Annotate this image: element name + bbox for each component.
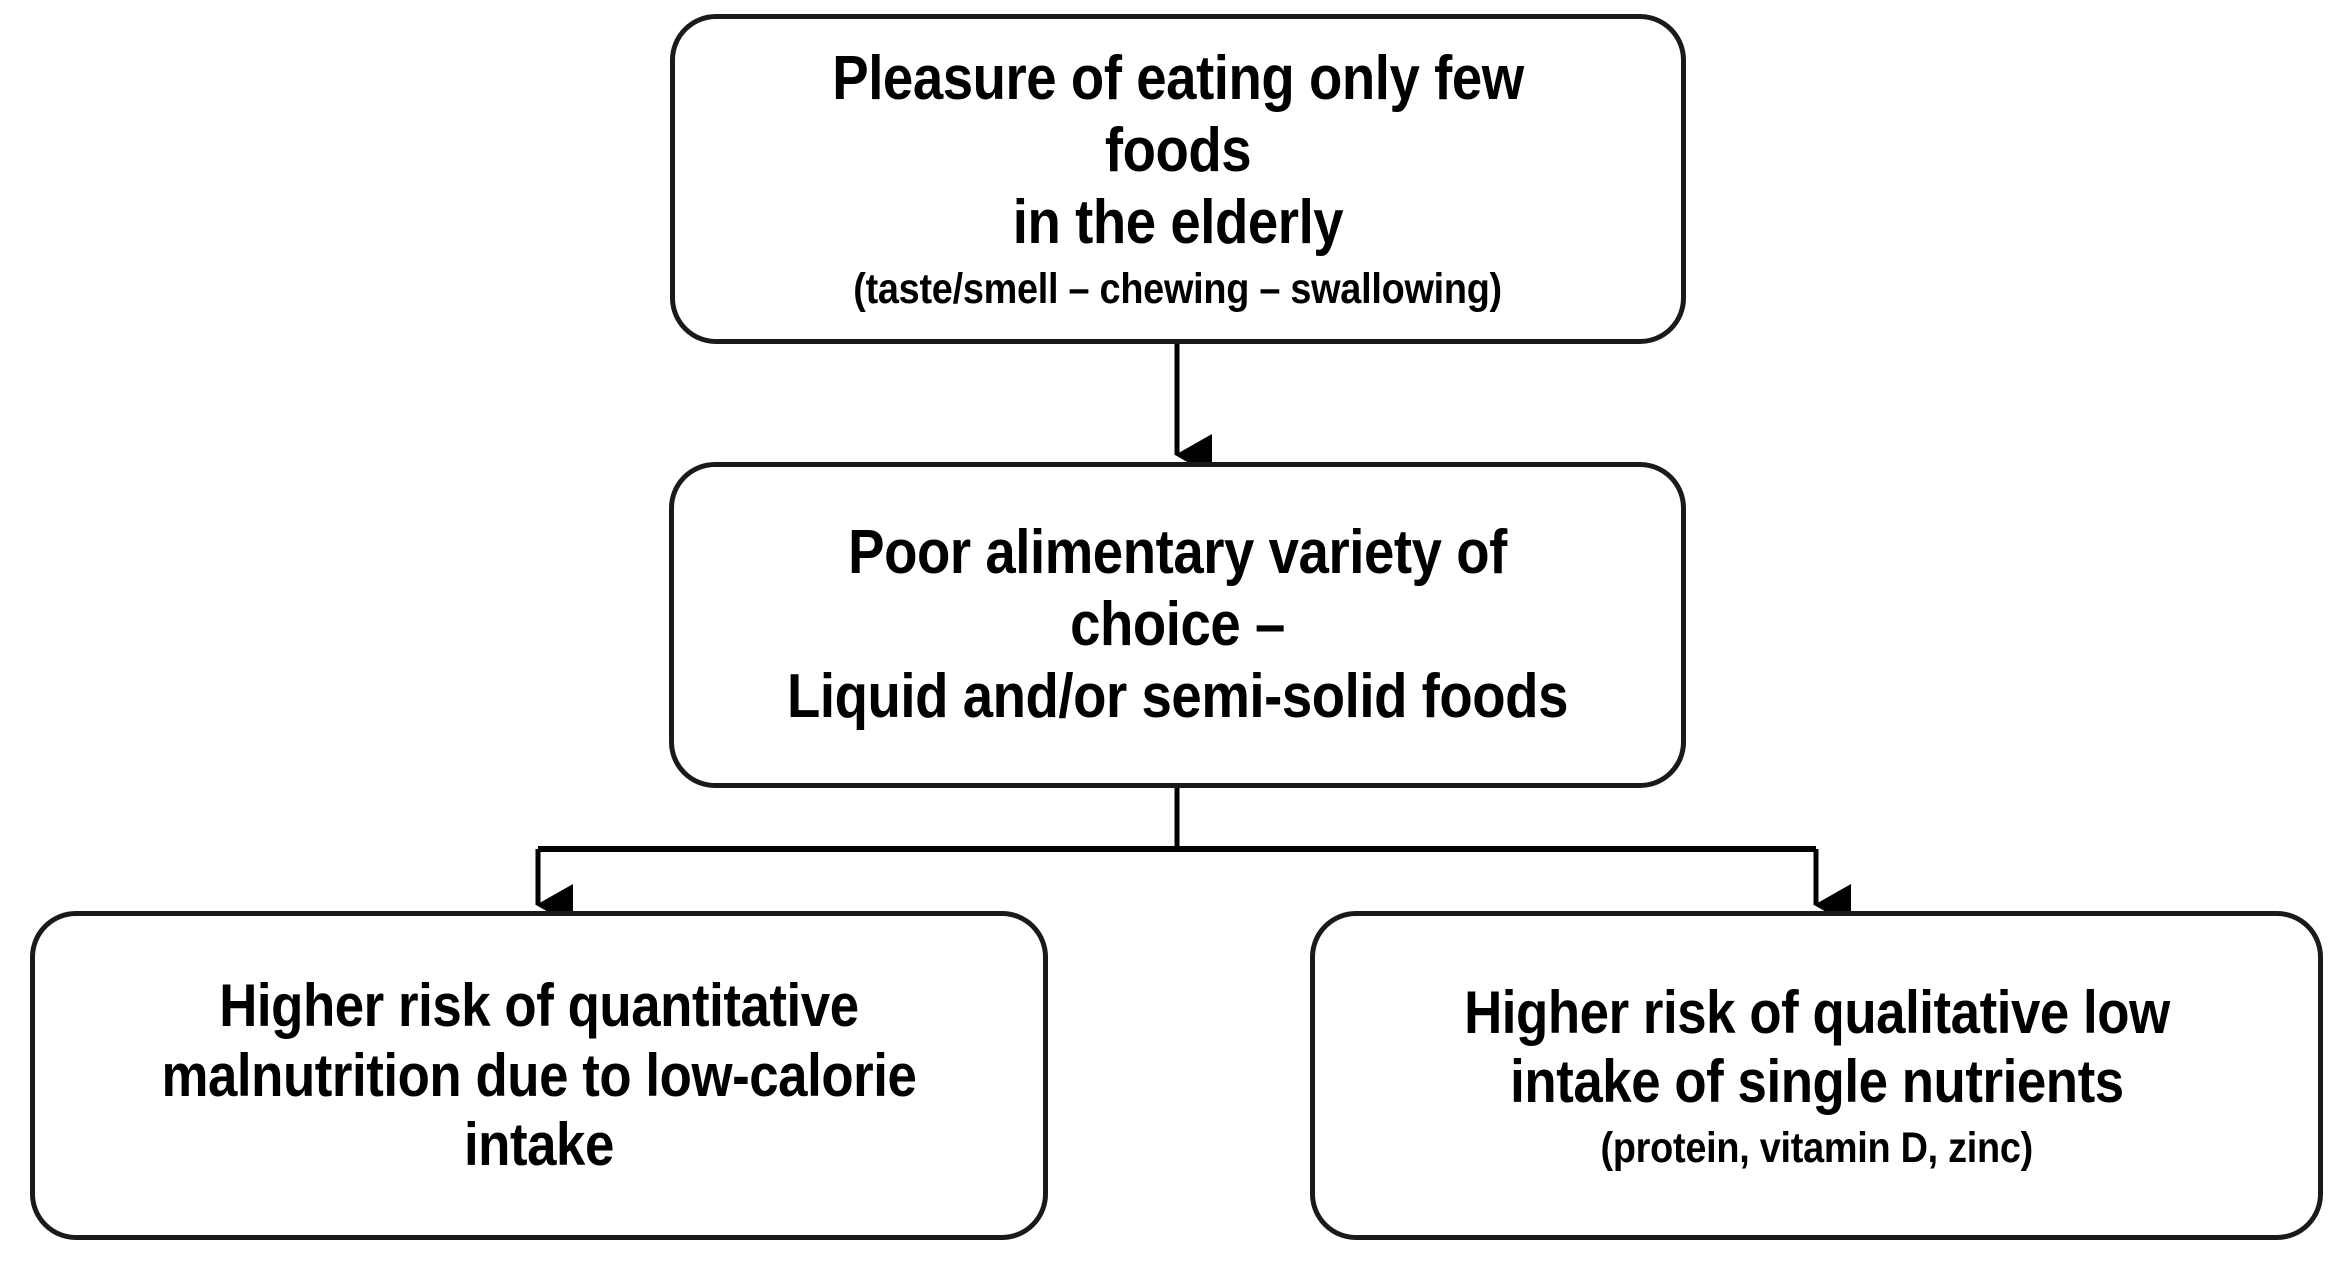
flow-node-root-cause: Pleasure of eating only few foods in the… (670, 14, 1686, 344)
flow-node-qualitative-risk-sub-text: (protein, vitamin D, zinc) (1600, 1123, 2033, 1172)
flow-node-root-cause-sub-text: (taste/smell – chewing – swallowing) (853, 265, 1503, 314)
flow-node-poor-variety-main-text: Poor alimentary variety of choice – Liqu… (787, 518, 1568, 731)
flow-node-quantitative-risk: Higher risk of quantitative malnutrition… (30, 911, 1048, 1240)
flow-node-quantitative-risk-main-text: Higher risk of quantitative malnutrition… (161, 972, 917, 1179)
flow-node-qualitative-risk: Higher risk of qualitative low intake of… (1310, 911, 2323, 1240)
flow-node-root-cause-main-text: Pleasure of eating only few foods in the… (832, 43, 1524, 257)
flow-node-poor-variety: Poor alimentary variety of choice – Liqu… (669, 462, 1686, 788)
flow-node-qualitative-risk-main-text: Higher risk of qualitative low intake of… (1463, 978, 2170, 1116)
